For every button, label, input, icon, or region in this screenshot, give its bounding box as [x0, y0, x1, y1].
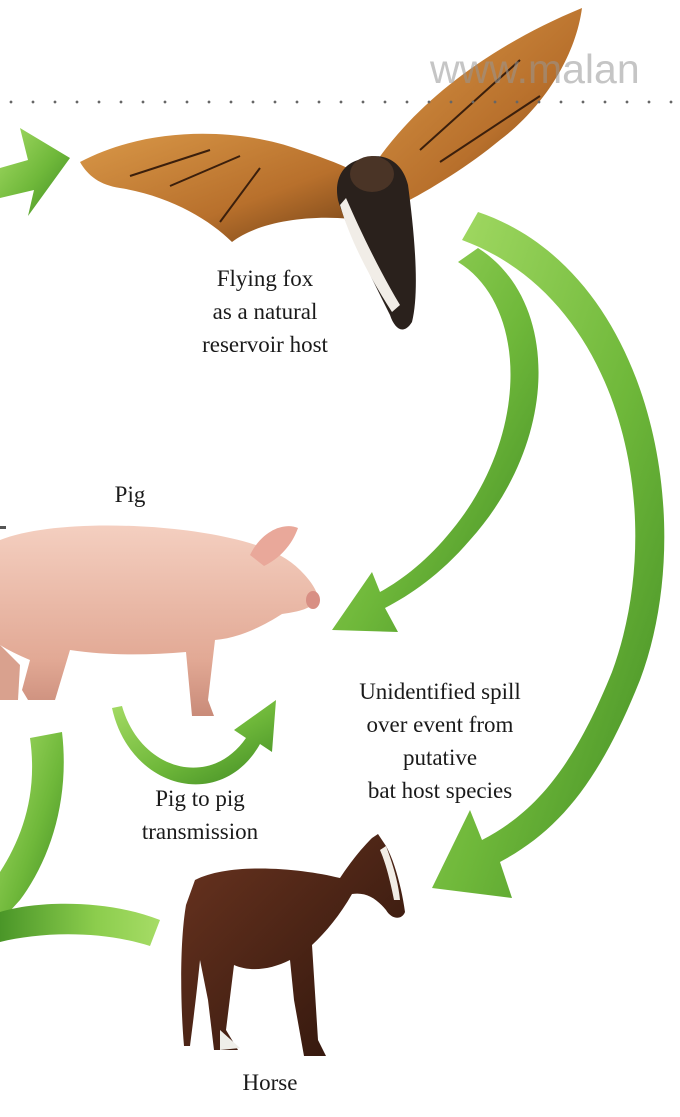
- label-line: Flying fox: [180, 262, 350, 295]
- label-flying-fox: Flying fox as a natural reservoir host: [180, 262, 350, 361]
- watermark-text: www.malan: [430, 46, 640, 93]
- label-line: Pig to pig: [125, 782, 275, 815]
- label-line: Unidentified spill: [340, 675, 540, 708]
- label-line: putative: [340, 741, 540, 774]
- label-line: as a natural: [180, 295, 350, 328]
- label-line: bat host species: [340, 774, 540, 807]
- horse-icon: [181, 834, 405, 1056]
- label-line: over event from: [340, 708, 540, 741]
- label-line: reservoir host: [180, 328, 350, 361]
- arrow-into-bat: [0, 128, 70, 216]
- pig-icon: [0, 526, 320, 717]
- label-pig-to-pig: Pig to pig transmission: [125, 782, 275, 848]
- label-pig: Pig: [108, 478, 152, 511]
- dotted-divider: [0, 100, 680, 104]
- label-horse: Horse: [228, 1066, 312, 1099]
- label-spillover: Unidentified spill over event from putat…: [340, 675, 540, 807]
- label-line: transmission: [125, 815, 275, 848]
- arrow-bat-to-pig: [332, 248, 539, 632]
